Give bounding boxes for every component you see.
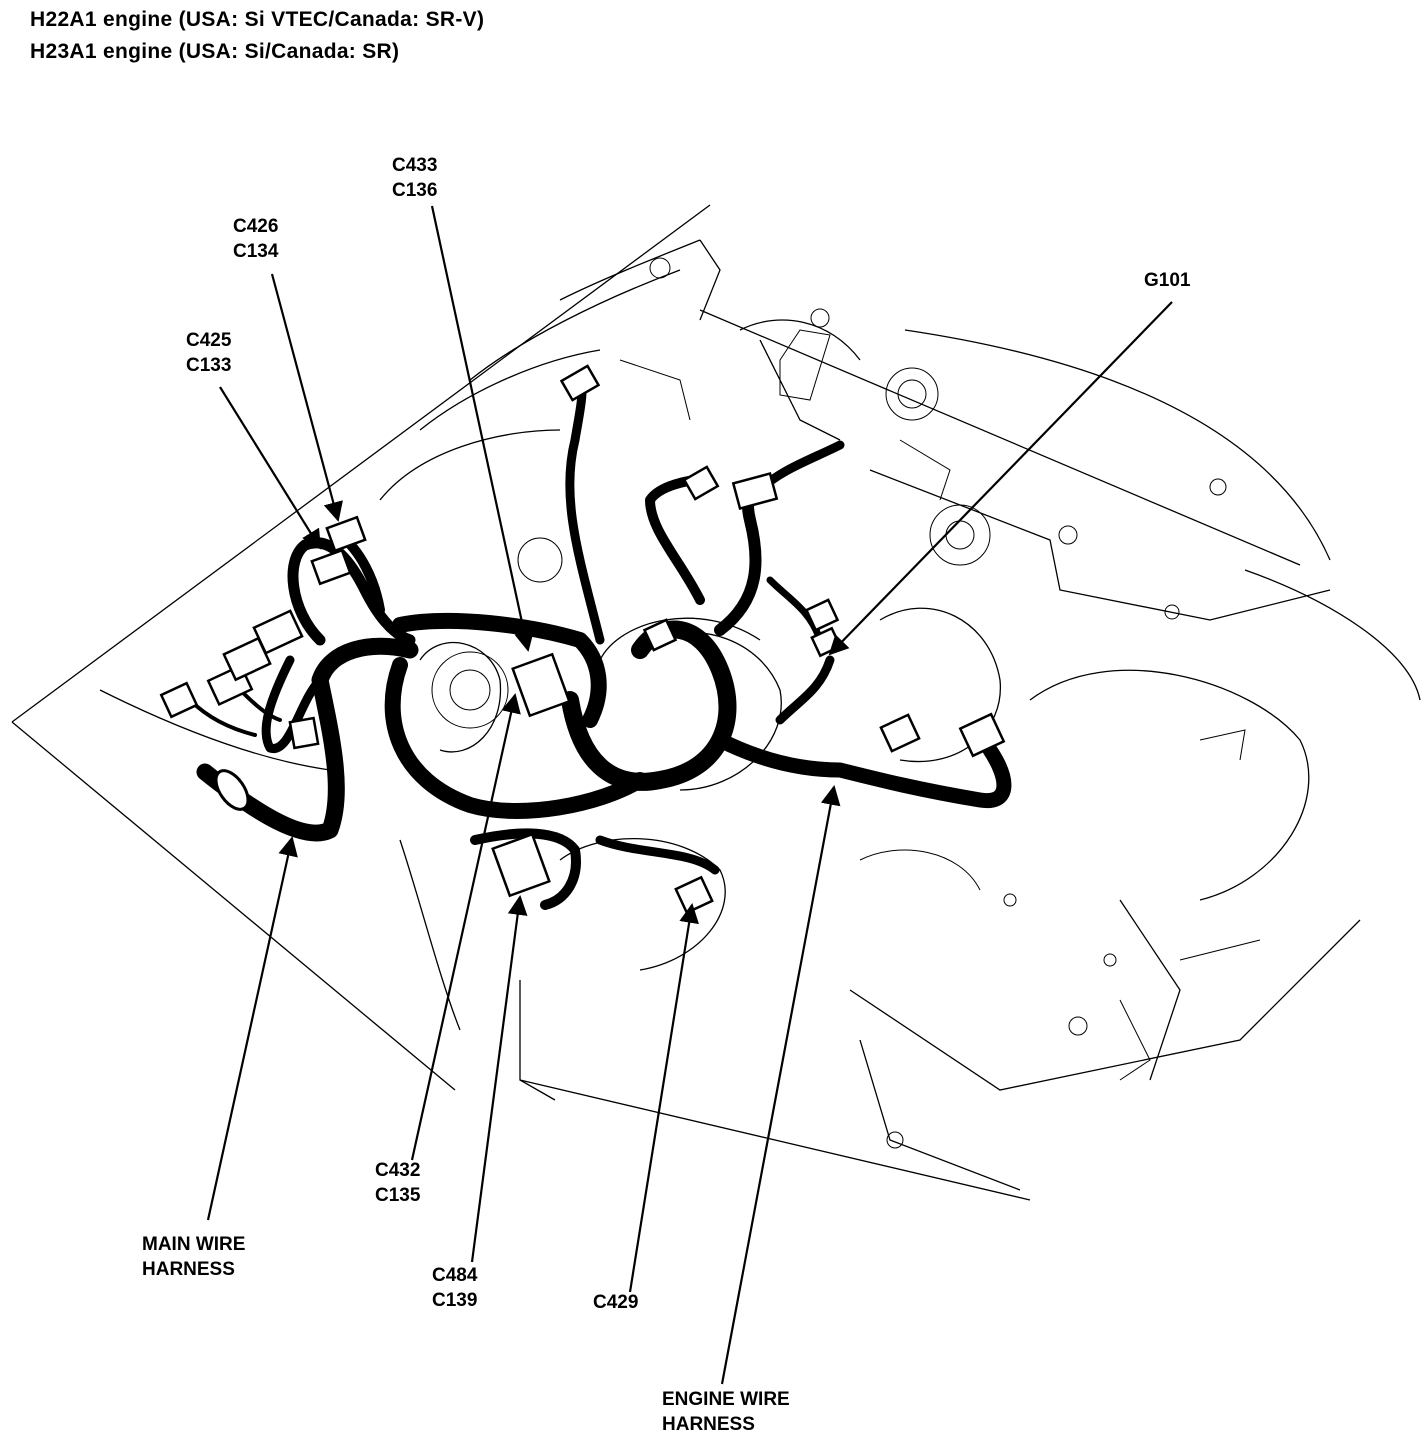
harness-right-branch-a [766,576,824,644]
harness-up-center [645,475,705,605]
connector-left-lower [288,716,320,750]
leader-g101 [828,301,1173,656]
callout-engine-wire-harness: ENGINE WIRE HARNESS [662,1387,790,1437]
callout-g101: G101 [1144,268,1190,293]
harness-right-span [712,732,1012,809]
diagram-title-line-2: H23A1 engine (USA: Si/Canada: SR) [30,40,400,63]
leader-engine-harness [720,785,841,1385]
wire-harness [188,370,1012,910]
callout-c433-line-1: C433 [392,155,438,176]
callout-c432-line-1: C432 [375,1160,421,1181]
connector-c484 [491,832,551,898]
connector-c433 [511,652,571,718]
callout-c426-line-2: C134 [233,241,279,262]
connector-right-1 [804,598,840,632]
engine-bay-outline [11,204,1421,1201]
callout-c429-line-1: C429 [593,1292,639,1313]
connector-c429 [674,875,714,915]
callout-g101-line-1: G101 [1144,270,1191,291]
main-wire-harness-trunk [196,637,419,842]
callout-engine-harness-line-1: ENGINE WIRE [662,1389,790,1410]
callout-c484-line-1: C484 [432,1265,478,1286]
leader-lines [206,205,1173,1385]
harness-far-left-wires [188,698,257,737]
connector-mid-1 [642,618,678,652]
callout-c425-line-2: C133 [186,355,232,376]
callout-c433-line-2: C136 [392,180,438,201]
connector-top-1 [559,364,601,402]
callout-c433-c136: C433 C136 [392,153,437,203]
callout-c484-line-2: C139 [432,1290,478,1311]
leader-c432 [410,693,521,1161]
connector-right-3 [958,712,1006,758]
callout-engine-harness-line-2: HARNESS [662,1414,755,1435]
callout-main-wire-harness: MAIN WIRE HARNESS [142,1232,245,1282]
harness-up-left [565,370,605,645]
connector-c425 [310,548,352,586]
callout-c429: C429 [593,1290,638,1315]
grommet [214,769,250,811]
harness-lower-loop [384,657,648,819]
leader-main-harness [206,836,298,1221]
connector-far-left-1 [159,681,199,719]
callout-main-harness-line-2: HARNESS [142,1259,235,1280]
leader-c433 [430,205,534,652]
harness-loop-left [287,537,416,646]
leader-c426 [270,273,343,522]
callout-c425-c133: C425 C133 [186,328,231,378]
connector-c426 [325,515,367,553]
connector-top-2 [682,465,720,501]
callout-c426-c134: C426 C134 [233,214,278,264]
harness-main-span [392,612,607,728]
harness-lower-right [595,835,720,875]
diagram-title-line-1: H22A1 engine (USA: Si VTEC/Canada: SR-V) [30,8,485,31]
connector-top-3 [731,471,779,511]
harness-left-branch [261,655,325,753]
harness-lower-left [470,828,581,910]
connectors [159,364,1006,915]
callout-c425-line-1: C425 [186,330,232,351]
connector-right-2 [879,713,921,753]
connector-far-left-4 [252,609,304,655]
leader-c425 [219,386,322,550]
leader-c484 [470,895,528,1263]
callout-c484-c139: C484 C139 [432,1263,477,1313]
callout-c426-line-1: C426 [233,216,279,237]
callout-c432-c135: C432 C135 [375,1158,420,1208]
leader-c429 [628,903,699,1293]
callout-c432-line-2: C135 [375,1185,421,1206]
callout-main-harness-line-1: MAIN WIRE [142,1234,246,1255]
harness-right-up [775,655,835,725]
